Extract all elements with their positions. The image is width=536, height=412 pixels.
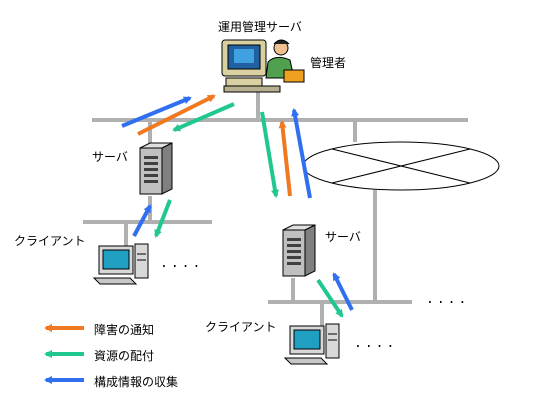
- backbone-network: [83, 88, 468, 326]
- ellipsis-left-clients: ....: [160, 256, 204, 271]
- distribute-arrow-left-client: [154, 199, 172, 238]
- server-right-icon: [282, 224, 316, 277]
- server-right-label: サーバ: [325, 230, 361, 244]
- admin-label: 管理者: [310, 56, 347, 70]
- distribute-arrow-admin: [172, 102, 235, 132]
- legend-distribute-label: 資源の配付: [94, 349, 155, 363]
- fault-arrow-admin: [137, 94, 216, 136]
- admin-server-label: 運用管理サーバ: [218, 20, 302, 34]
- server-left-icon: [139, 142, 173, 195]
- ellipsis-right-clients: ....: [354, 336, 398, 351]
- ellipsis-network: ....: [426, 292, 470, 307]
- admin-workstation-icon: [221, 39, 305, 93]
- fault-arrow-right-server: [278, 120, 292, 197]
- collect-arrow-admin: [121, 96, 192, 128]
- client-right-label: クライアント: [205, 320, 277, 334]
- collect-arrow-left-client: [132, 204, 152, 237]
- wan-cloud: [302, 141, 500, 191]
- distribute-arrow-right-server: [260, 111, 279, 198]
- server-left-label: サーバ: [92, 150, 128, 164]
- collect-arrow-right-server: [291, 108, 312, 199]
- legend-collect-label: 構成情報の収集: [94, 375, 179, 389]
- client-left-icon: [92, 243, 149, 285]
- client-left-label: クライアント: [14, 234, 86, 248]
- client-right-icon: [283, 323, 340, 365]
- distribute-arrow-right-client: [316, 278, 344, 318]
- collect-arrow-right-client: [332, 272, 354, 311]
- legend-fault-label: 障害の通知: [94, 323, 155, 337]
